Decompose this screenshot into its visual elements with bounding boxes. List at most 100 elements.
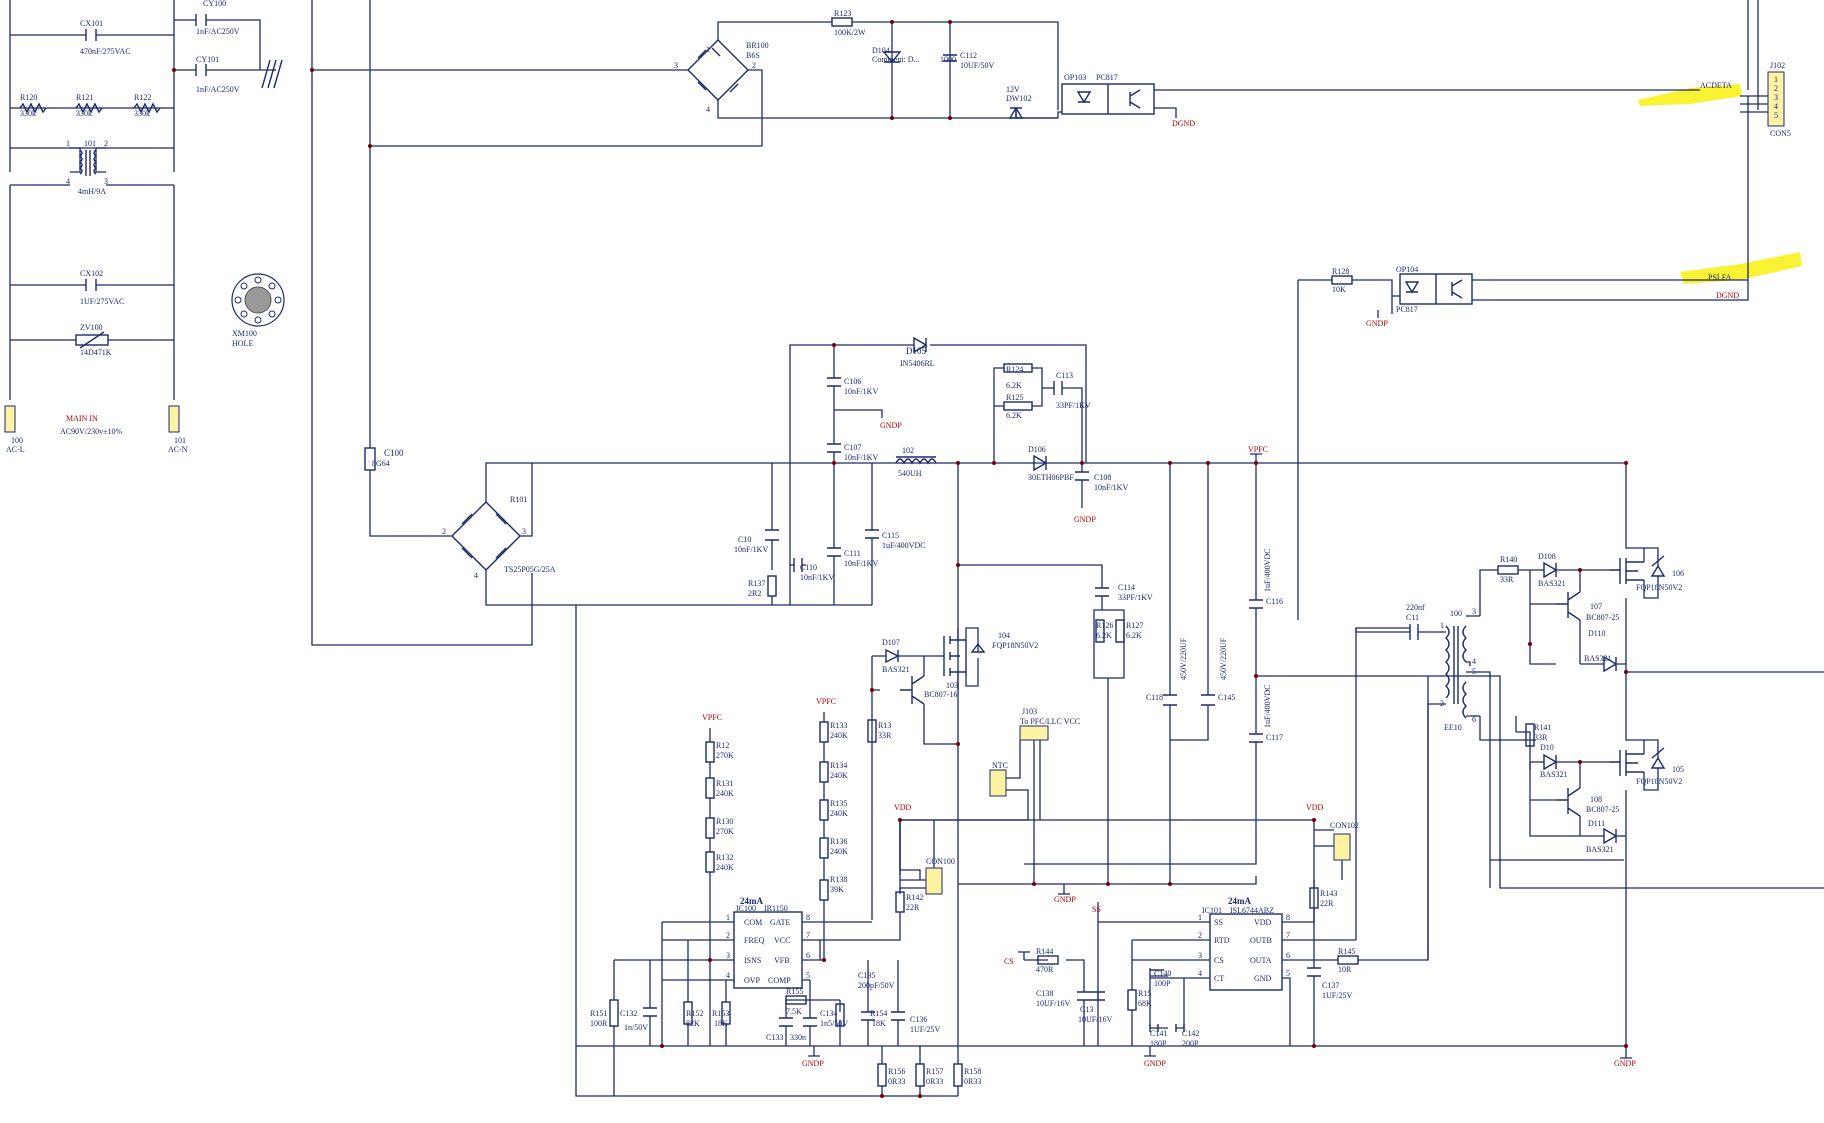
c135-symbol <box>861 1011 875 1021</box>
ic100-value: IR1150 <box>764 904 788 913</box>
ic100-pin-vfb: VFB <box>774 956 790 965</box>
c10-value: 10nF/1KV <box>734 545 768 554</box>
r125-symbol <box>1003 401 1033 411</box>
op104-gndp: GNDP <box>1366 319 1388 328</box>
j101-connector <box>168 405 180 433</box>
c136-symbol <box>891 1011 905 1021</box>
r130-symbol <box>705 817 715 839</box>
con100-connector <box>925 867 943 895</box>
r135-value: 240K <box>830 809 848 818</box>
r125-label: R125 <box>1006 393 1023 402</box>
ic101-num1: 1 <box>1198 913 1202 922</box>
op104-circuit: R128 10K OP104 PC817 GNDP PSLFA DGND <box>1297 265 1748 620</box>
r121-symbol <box>75 102 103 114</box>
r15-value: 68K <box>1138 999 1152 1008</box>
c133-value: 330n <box>790 1033 806 1042</box>
c111-symbol <box>827 547 841 557</box>
t100-transformer-symbol <box>1445 625 1467 719</box>
cx102-value: 1UF/275VAC <box>80 297 124 306</box>
op103-label: OP103 <box>1064 73 1086 82</box>
ic100-pin-com: COM <box>744 918 762 927</box>
r134-label: R134 <box>830 761 847 770</box>
c107-label: C107 <box>844 443 861 452</box>
c13-label: C13 <box>1080 1005 1093 1014</box>
r135-symbol <box>819 799 829 821</box>
c137-symbol <box>1307 967 1321 977</box>
r121-label: R121 <box>76 93 93 102</box>
c138-value: 10UF/16V <box>1036 999 1070 1008</box>
r157-label: R157 <box>926 1067 943 1076</box>
cy100-value: 1nF/AC250V <box>196 27 240 36</box>
r152-label: R152 <box>686 1009 703 1018</box>
r158-label: R158 <box>964 1067 981 1076</box>
earth-icon <box>261 59 283 89</box>
c110-value: 10nF/1KV <box>800 573 834 582</box>
main-in-value: AC90V/230v±10% <box>60 427 123 436</box>
q108-label: 108 <box>1590 795 1602 804</box>
c112-symbol <box>943 54 957 62</box>
c10-label: C10 <box>738 535 751 544</box>
r141-label: R141 <box>1534 723 1551 732</box>
c110-symbol <box>793 558 803 572</box>
ic100-pin-gate: GATE <box>770 918 791 927</box>
r132-symbol <box>705 851 715 873</box>
c112-value: 10UF/50V <box>960 61 994 70</box>
c108-value: 10nF/1KV <box>1094 483 1128 492</box>
r154-symbol <box>835 1003 845 1027</box>
r122-value: 330k <box>134 109 150 118</box>
vpfc-net: VPFC <box>1248 445 1268 454</box>
cx101-label: CX101 <box>80 19 103 28</box>
t100-pin2: 2 <box>1440 699 1444 708</box>
q103-value: BC807-16 <box>924 690 957 699</box>
ic100-gndp: GNDP <box>802 1059 824 1068</box>
q105-label: 105 <box>1672 765 1684 774</box>
c142-value: 200P <box>1182 1039 1199 1048</box>
j102-pin4: 4 <box>1774 102 1778 111</box>
c113-label: C113 <box>1056 371 1073 380</box>
ic101-num4: 4 <box>1198 969 1202 978</box>
ic100-num3: 3 <box>726 951 730 960</box>
r144-value: 470R <box>1036 965 1054 974</box>
r138-label: R138 <box>830 875 847 884</box>
r128-value: 10K <box>1332 285 1346 294</box>
t100-pin1: 1 <box>1440 621 1444 630</box>
c132-label: C132 <box>620 1009 637 1018</box>
r158-value: 0R33 <box>964 1077 981 1086</box>
aux-detect-circuit: 1 3 2 4 BR100 B6S R123 100K/2W D104 Comm… <box>674 9 1700 128</box>
t101-symbol <box>78 149 98 176</box>
ir1150-controller: 24mA IC100 IR1150 COM FREQ ISNS OVP GATE… <box>575 605 1624 1097</box>
vpfc-right-net: VPFC <box>816 697 836 706</box>
t100-pin3: 3 <box>1472 607 1476 616</box>
r132-value: 240K <box>716 863 734 872</box>
t101-pin1: 1 <box>66 139 70 148</box>
c135-value: 200pF/50V <box>858 981 895 990</box>
l102-inductor-symbol <box>895 456 937 465</box>
r122-symbol <box>133 102 161 114</box>
q103-transistor-symbol <box>900 675 925 705</box>
c111-value: 10nF/1KV <box>844 559 878 568</box>
ic100-num7: 7 <box>806 931 810 940</box>
c140-label: C140 <box>1154 969 1171 978</box>
ic101-num2: 2 <box>1198 931 1202 940</box>
ic100-num8: 8 <box>806 913 810 922</box>
c111-label: C111 <box>844 549 861 558</box>
r154-label: R154 <box>870 1009 887 1018</box>
c137-label: C137 <box>1322 981 1339 990</box>
c118-value: 450V/220UF <box>1179 637 1188 680</box>
c138-label: C138 <box>1036 989 1053 998</box>
r153-symbol <box>721 1001 731 1025</box>
vdd-net-pfc: VDD <box>894 803 912 812</box>
d108-label: D108 <box>1538 552 1556 561</box>
r144-symbol <box>1037 955 1059 965</box>
ic100-label: IC100 <box>736 904 756 913</box>
ic101-pin-outa: OUTA <box>1250 956 1272 965</box>
t100-value: EE10 <box>1444 723 1462 732</box>
r130-label: R130 <box>716 817 733 826</box>
emi-filter: CY100 1nF/AC250V CX101 470nF/275VAC CY10… <box>4 0 285 454</box>
c117-value: 1uF/400VDC <box>1263 684 1272 728</box>
c115-symbol <box>865 529 879 539</box>
ic100-current: 24mA <box>740 896 763 906</box>
vdd-net-ic101: VDD <box>1306 803 1324 812</box>
r142-symbol <box>895 891 905 913</box>
